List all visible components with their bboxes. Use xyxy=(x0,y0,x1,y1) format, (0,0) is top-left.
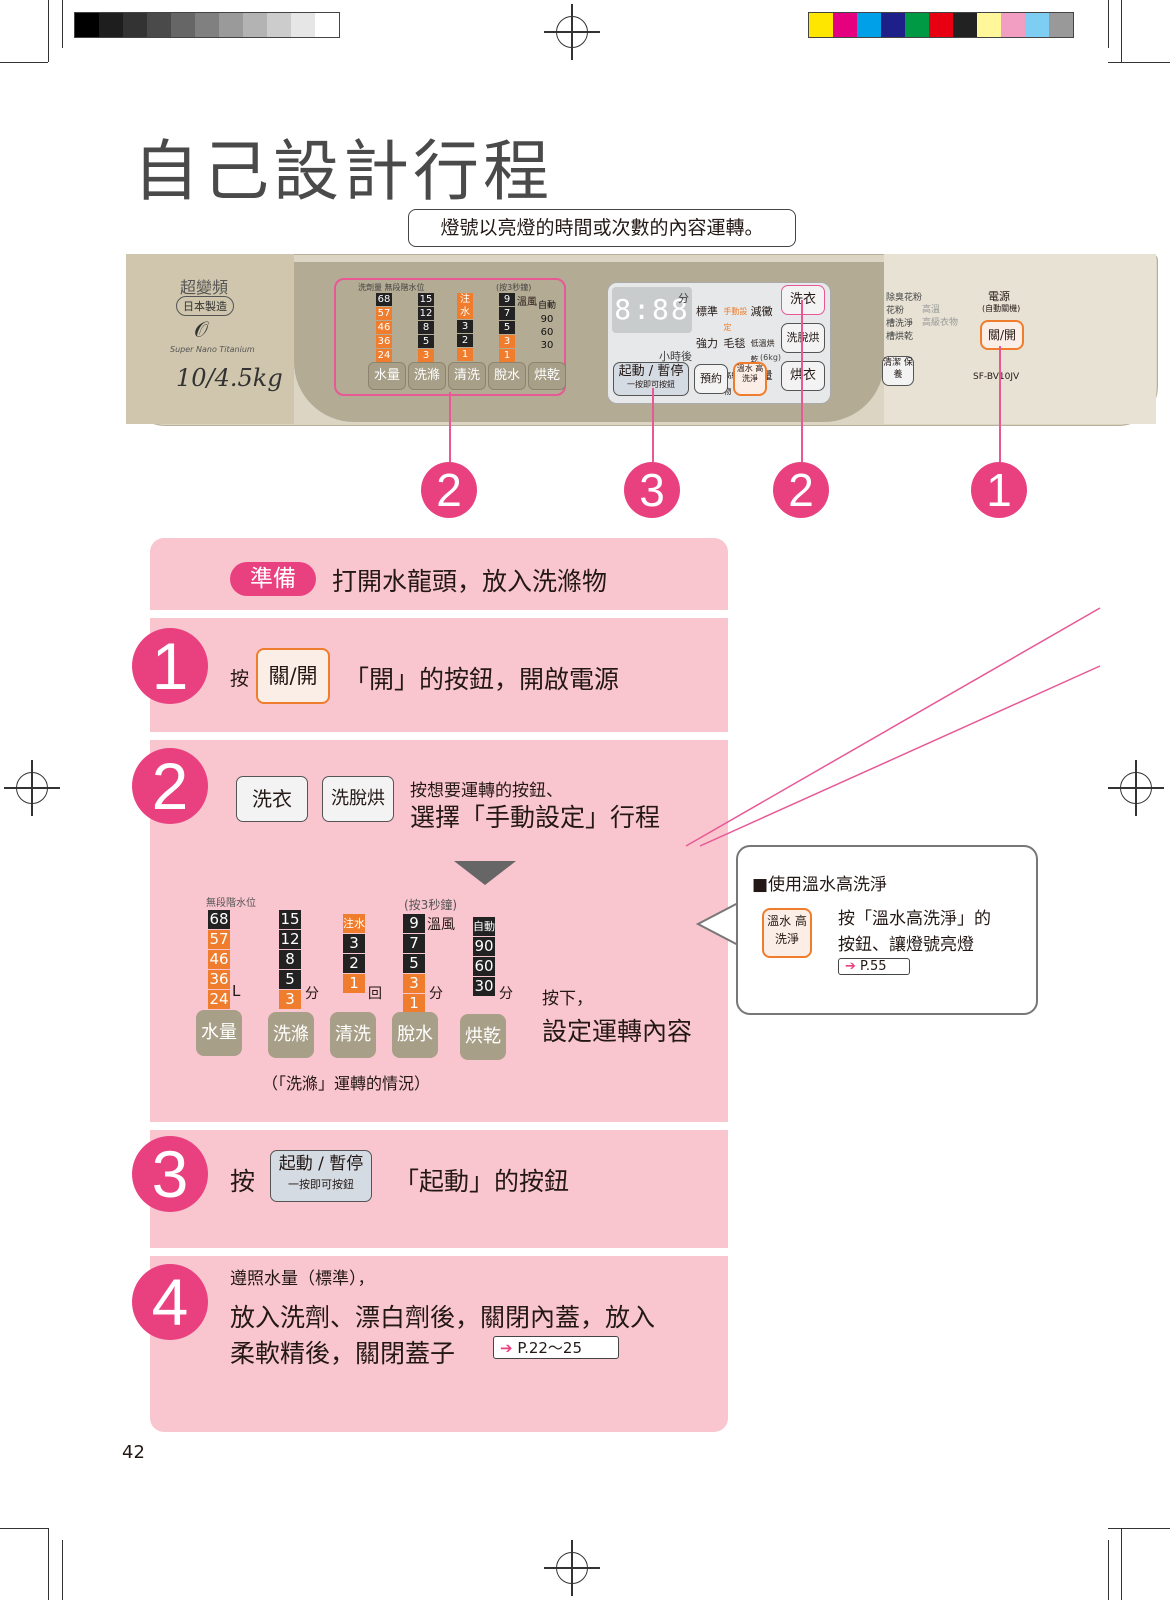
right-mode-list: 除臭花粉花粉 槽洗淨槽烘乾 xyxy=(886,293,923,342)
bubble-page-ref: ➔ P.55 xyxy=(838,958,910,975)
prep-tag: 準備 xyxy=(230,562,316,596)
step2-caption: （「洗滌」運轉的情況） xyxy=(262,1074,431,1093)
step2-rinse-button: 清洗 xyxy=(330,1012,376,1058)
panel-water-header: 洗劑量 無段階水位 xyxy=(358,283,425,292)
panel-dry-header: (按3秒鐘) xyxy=(496,283,532,292)
made-in-badge: 日本製造 xyxy=(176,296,234,316)
step2-wash-unit: 分 xyxy=(305,986,319,1002)
brand-label: 超變頻 xyxy=(180,278,229,297)
step2-number: 2 xyxy=(132,748,208,824)
bubble-line1: 按「溫水高洗淨」的 xyxy=(838,909,991,929)
step1-card xyxy=(150,618,728,732)
power-label: 電源 xyxy=(988,290,1010,303)
panel-spin-button: 脫水 xyxy=(488,362,526,390)
panel-reserve-button: 預約 xyxy=(694,364,728,394)
tech-label: Super Nano Titanium xyxy=(170,345,255,354)
marker-3-start: 3 xyxy=(624,462,680,518)
right-mode-list-2: 高溫高級衣物 xyxy=(922,305,959,328)
grayscale-bar xyxy=(74,12,340,38)
bubble-warm-button: 溫水 高洗淨 xyxy=(762,908,812,958)
step2-dry-button: 烘乾 xyxy=(460,1014,506,1060)
power-sublabel: (自動關機) xyxy=(982,304,1021,313)
step2-line1: 按想要運轉的按鈕、 xyxy=(410,781,563,801)
panel-spin-label: 溫風 xyxy=(517,297,537,308)
step4-line3: 柔軟精後，關閉蓋子 xyxy=(230,1339,456,1368)
step3-pre: 按 xyxy=(230,1167,256,1196)
step3-card xyxy=(150,1130,728,1248)
panel-power-button: 關/開 xyxy=(980,320,1024,350)
step4-line2: 放入洗劑、漂白劑後，關閉內蓋，放入 xyxy=(230,1303,656,1332)
logo-icon: 𝒪 xyxy=(194,318,208,343)
step2-water-unit: L xyxy=(232,982,241,1000)
step2-press2: 設定運轉內容 xyxy=(542,1017,693,1046)
panel-dry-button: 烘乾 xyxy=(528,362,566,390)
bubble-line2: 按鈕、讓燈號亮燈 xyxy=(838,935,974,955)
page-number: 42 xyxy=(122,1442,145,1463)
step3-number: 3 xyxy=(132,1136,208,1212)
step1-power-button: 關/開 xyxy=(256,648,330,704)
arrow-down-icon xyxy=(454,861,516,885)
capacity-label: 10/4.5kg xyxy=(176,364,283,392)
step1-number: 1 xyxy=(132,628,208,704)
step2-wash-btn: 洗滌 xyxy=(268,1012,314,1058)
prep-text: 打開水龍頭，放入洗滌物 xyxy=(332,567,608,596)
step2-dry-unit: 分 xyxy=(499,986,513,1002)
step3-start-button: 起動 / 暫停 一按即可按鈕 xyxy=(270,1150,372,1202)
registration-mark xyxy=(544,1540,600,1596)
panel-water-button: 水量 xyxy=(368,362,406,390)
time-display: 8:88 xyxy=(612,287,692,333)
step2-rinse-unit: 回 xyxy=(368,986,382,1002)
marker-2-settings: 2 xyxy=(421,462,477,518)
registration-mark xyxy=(4,760,60,816)
step2-water-button: 水量 xyxy=(196,1010,242,1056)
display-unit-hours: 小時後 xyxy=(659,350,692,363)
panel-wash-dry-button: 洗脫烘 xyxy=(781,323,825,353)
marker-1-power: 1 xyxy=(971,462,1027,518)
step2-spin-unit: 分 xyxy=(429,986,443,1002)
panel-wash-button: 洗滌 xyxy=(408,362,446,390)
step3-text: 「起動」的按鈕 xyxy=(394,1167,570,1196)
step4-card xyxy=(150,1256,728,1432)
panel-callout: 燈號以亮燈的時間或次數的內容運轉。 xyxy=(408,209,796,247)
step4-page-ref: ➔ P.22～25 xyxy=(493,1336,620,1359)
step1-pre: 按 xyxy=(230,668,250,690)
page-title: 自己設計行程 xyxy=(133,133,553,210)
step1-text: 「開」的按鈕，開啟電源 xyxy=(344,665,620,694)
step2-water-header: 無段階水位 xyxy=(206,898,256,909)
display-unit-min: 分 xyxy=(678,292,689,305)
step2-line2: 選擇「手動設定」行程 xyxy=(410,803,661,832)
step2-spin-button: 脫水 xyxy=(392,1012,438,1058)
step2-press1: 按下， xyxy=(542,989,593,1009)
step2-wash-button: 洗衣 xyxy=(236,776,308,822)
panel-clean-button: 清潔 保養 xyxy=(882,356,914,386)
marker-2-course: 2 xyxy=(773,462,829,518)
panel-start-button: 起動 / 暫停 一按即可按鈕 xyxy=(613,362,689,396)
step4-number: 4 xyxy=(132,1264,208,1340)
step2-wash-dry-button: 洗脫烘 xyxy=(322,776,394,822)
step4-line1: 遵照水量（標準）， xyxy=(230,1269,375,1289)
step2-spin-label: 溫風 xyxy=(427,917,455,933)
panel-rinse-button: 清洗 xyxy=(448,362,486,390)
model-label: SF-BV10JV xyxy=(973,372,1020,382)
step2-dry-header: (按3秒鐘) xyxy=(404,898,457,912)
registration-mark xyxy=(544,4,600,60)
panel-warm-button: 溫水 高洗淨 xyxy=(733,362,767,396)
bubble-title: ■使用溫水高洗淨 xyxy=(752,875,888,895)
color-bar xyxy=(808,12,1074,38)
registration-mark xyxy=(1108,760,1164,816)
panel-brand-area xyxy=(126,254,294,424)
mode-note: (6kg) xyxy=(760,353,782,362)
panel-wash-mode-button: 洗衣 xyxy=(781,285,825,315)
